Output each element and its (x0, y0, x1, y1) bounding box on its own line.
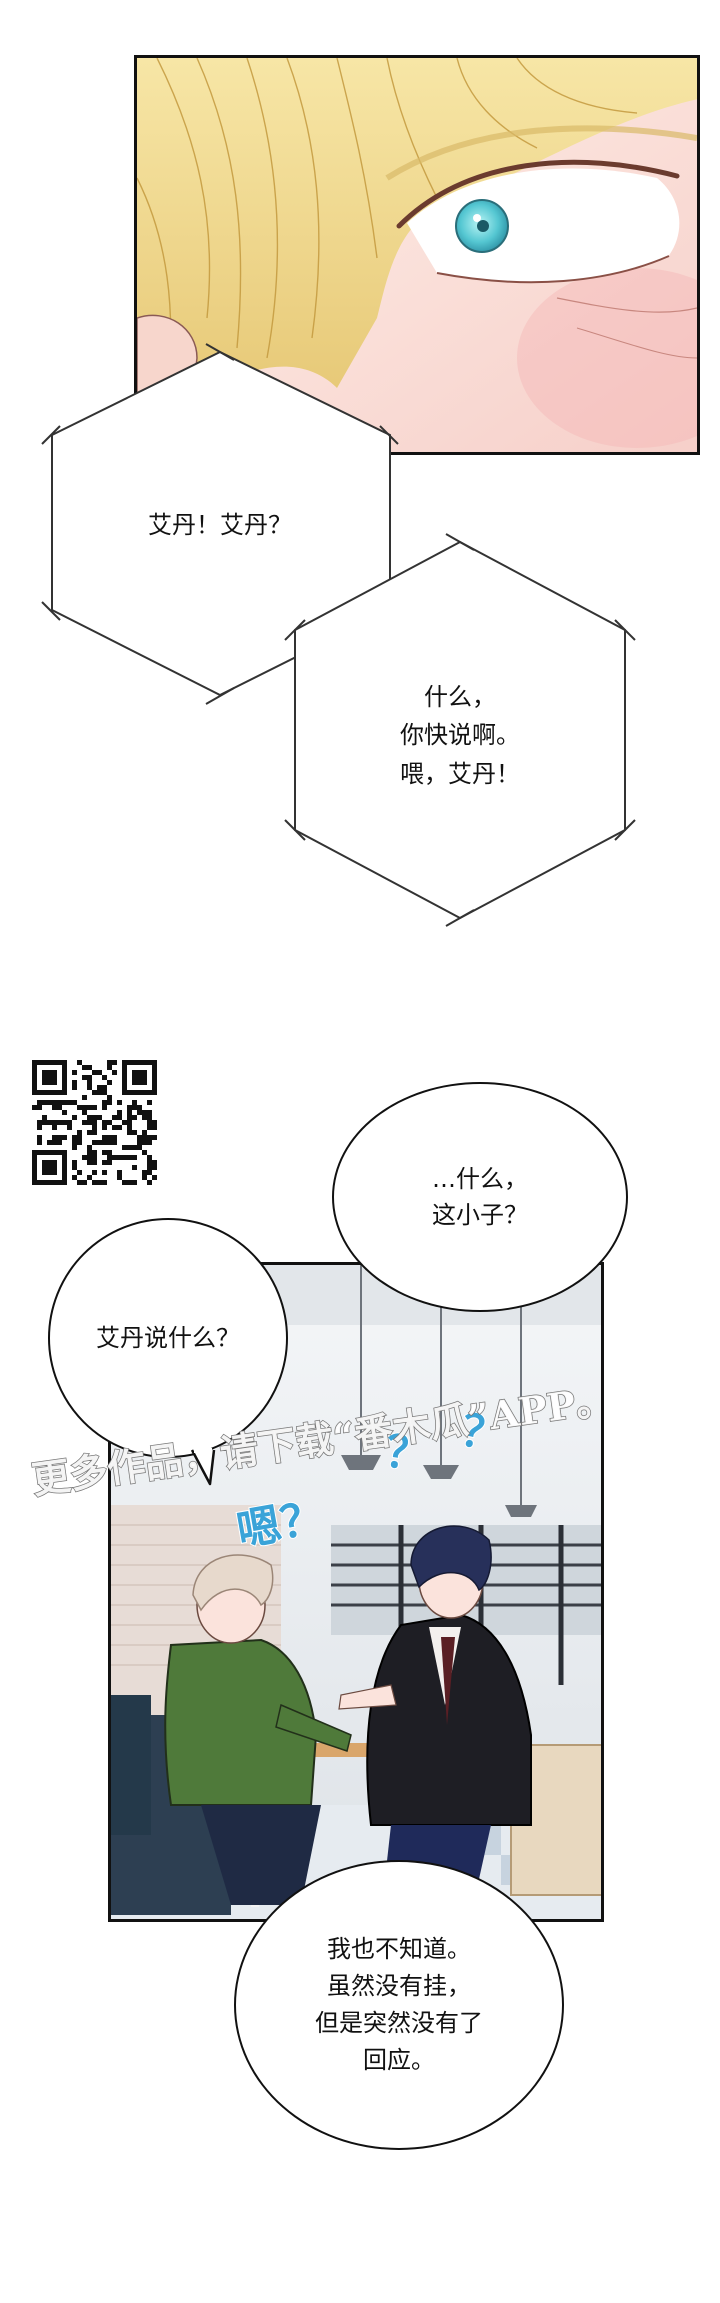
speech-bubble-bottom: 我也不知道。 虽然没有挂， 但是突然没有了 回应。 (234, 1860, 564, 2150)
qr-code-icon (32, 1060, 157, 1185)
speech-bubble-top-text: …什么， 这小子？ (432, 1165, 528, 1229)
hexagon-bubble-1-text: 艾丹！艾丹？ (148, 511, 292, 539)
hexagon-bubble-2-shape (284, 533, 636, 927)
speech-bubble-left: 艾丹说什么？ (48, 1218, 288, 1458)
hexagon-bubble-1-shape (41, 343, 399, 705)
speech-bubble-left-text: 艾丹说什么？ (96, 1324, 240, 1352)
speech-bubble-bottom-text: 我也不知道。 虽然没有挂， 但是突然没有了 回应。 (315, 1934, 483, 2075)
hexagon-bubble-1: 艾丹！艾丹？ (40, 340, 400, 710)
speech-bubble-left-tail (190, 1448, 216, 1486)
speech-bubble-top: …什么， 这小子？ (332, 1082, 628, 1312)
hexagon-bubble-2: 什么， 你快说啊。 喂，艾丹！ (280, 530, 640, 930)
hexagon-bubble-2-text: 什么， 你快说啊。 喂，艾丹！ (400, 683, 520, 788)
qr-code-graphic (32, 1060, 157, 1185)
